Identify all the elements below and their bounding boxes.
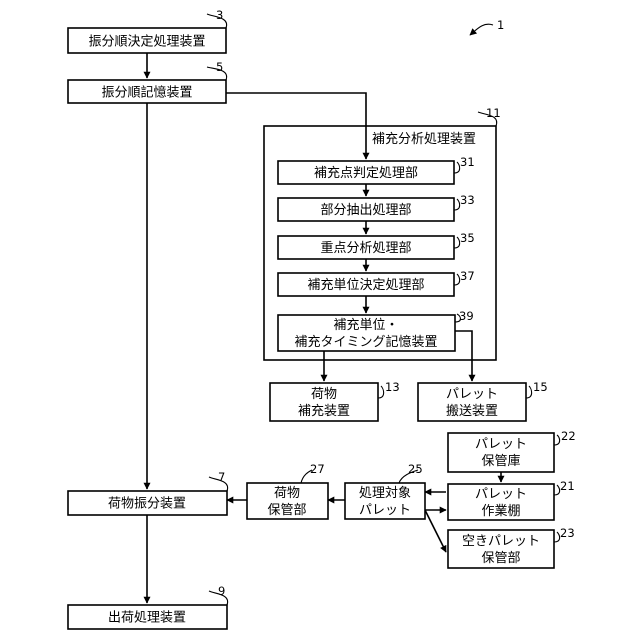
target-pallet-label-line1: 処理対象 [359,486,411,501]
arrow-39-to-15 [455,331,472,381]
ref-25: 25 [408,462,423,476]
pallet-transport-label-line1: パレット [446,387,498,402]
ref-9: 9 [218,584,225,598]
box-sort-order-decision: 振分順決定処理装置 3 [68,8,227,53]
ref-31: 31 [460,155,475,169]
pallet-storage-label-line1: パレット [475,437,527,452]
sort-order-decision-label: 振分順決定処理装置 [88,35,205,50]
box-pallet-workshelf: パレット 作業棚 21 [448,479,575,520]
arrow-25-to-23 [425,510,446,552]
figure-ref-number: 1 [497,18,504,32]
ref-3: 3 [216,8,223,22]
ref-21: 21 [560,479,575,493]
shipping-label: 出荷処理装置 [108,611,186,626]
cargo-replenish-label-line1: 荷物 [311,387,337,402]
box-pallet-transport: パレット 搬送装置 15 [418,380,548,421]
box-empty-pallet-storage: 空きパレット 保管部 23 [448,526,575,568]
partial-extraction-label: 部分抽出処理部 [320,203,411,218]
box-shipping: 出荷処理装置 9 [68,584,228,629]
ref-39: 39 [459,309,474,323]
cargo-storage-label-line2: 保管部 [267,503,306,518]
ref-37: 37 [460,269,475,283]
cargo-storage-label-line1: 荷物 [274,486,300,501]
priority-analysis-label: 重点分析処理部 [320,240,411,256]
box-replenish-unit-timing-storage: 補充単位・ 補充タイミング記憶装置 39 [278,309,474,351]
pallet-storage-label-line2: 保管庫 [481,454,520,469]
replenish-unit-timing-label-line2: 補充タイミング記憶装置 [294,334,437,350]
ref-27: 27 [310,462,325,476]
box-partial-extraction: 部分抽出処理部 33 [278,193,475,221]
box-target-pallet: 処理対象 パレット 25 [345,462,425,519]
ref-5: 5 [216,60,223,74]
ref-22: 22 [561,429,576,443]
box-priority-analysis: 重点分析処理部 35 [278,231,475,259]
empty-pallet-storage-label-line1: 空きパレット [462,534,540,549]
ref-33: 33 [460,193,475,207]
replenish-unit-decision-label: 補充単位決定処理部 [307,277,424,293]
replenish-point-label: 補充点判定処理部 [314,165,418,181]
figure-ref: 1 [470,18,504,35]
ref-23: 23 [560,526,575,540]
box-pallet-storage: パレット 保管庫 22 [448,429,576,472]
empty-pallet-storage-label-line2: 保管部 [481,551,520,566]
cargo-sorting-label: 荷物振分装置 [108,497,186,512]
box-cargo-storage: 荷物 保管部 27 [247,462,328,519]
replenish-unit-timing-label-line1: 補充単位・ [333,317,398,333]
ref-13: 13 [385,380,400,394]
pallet-transport-label-line2: 搬送装置 [446,404,498,419]
box-cargo-replenish: 荷物 補充装置 13 [270,380,400,421]
sort-order-storage-label: 振分順記憶装置 [101,85,192,101]
box-cargo-sorting: 荷物振分装置 7 [68,470,228,515]
ref-11: 11 [486,106,501,120]
replenish-analysis-title: 補充分析処理装置 [372,131,476,147]
pallet-workshelf-label-line2: 作業棚 [481,503,520,519]
ref-7: 7 [218,470,225,484]
ref-15: 15 [533,380,548,394]
ref-35: 35 [460,231,475,245]
cargo-replenish-label-line2: 補充装置 [298,403,350,419]
pallet-workshelf-label-line1: パレット [475,487,527,502]
box-replenish-unit-decision: 補充単位決定処理部 37 [278,269,475,296]
box-replenish-point: 補充点判定処理部 31 [278,155,475,184]
target-pallet-label-line2: パレット [359,503,411,518]
